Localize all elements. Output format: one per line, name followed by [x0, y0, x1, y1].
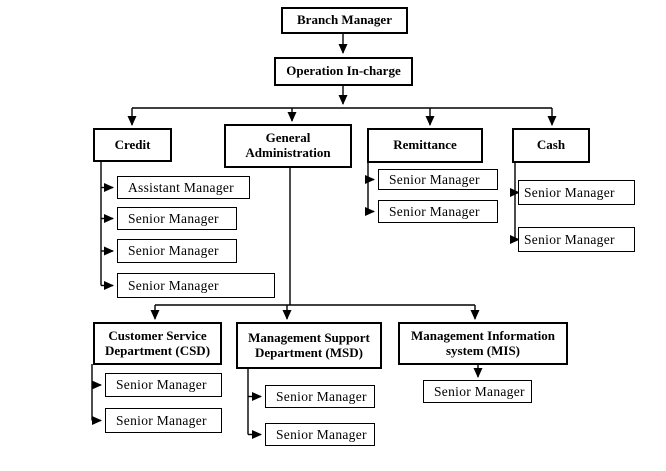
node-msd-senior-manager-1: Senior Manager [265, 385, 375, 408]
node-credit-senior-manager-1: Senior Manager [117, 207, 237, 230]
node-remittance: Remittance [367, 128, 483, 163]
node-credit: Credit [93, 128, 172, 162]
node-branch-manager: Branch Manager [281, 7, 408, 34]
node-remittance-senior-manager-1: Senior Manager [378, 169, 498, 190]
node-management-information-system: Management Information system (MIS) [398, 322, 568, 365]
node-operation-in-charge: Operation In-charge [274, 57, 413, 86]
node-mis-senior-manager: Senior Manager [423, 380, 532, 403]
node-msd-senior-manager-2: Senior Manager [265, 423, 375, 446]
node-credit-senior-manager-2: Senior Manager [117, 239, 237, 263]
node-credit-senior-manager-3: Senior Manager [117, 273, 275, 298]
node-cash-senior-manager-2: Senior Manager [518, 227, 635, 252]
node-cash-senior-manager-1: Senior Manager [518, 180, 635, 205]
node-credit-assistant-manager: Assistant Manager [117, 176, 250, 199]
node-csd-senior-manager-2: Senior Manager [105, 408, 222, 433]
node-csd-senior-manager-1: Senior Manager [105, 373, 222, 397]
node-general-administration: General Administration [224, 124, 352, 168]
node-customer-service-department: Customer Service Department (CSD) [93, 322, 222, 365]
node-management-support-department: Management Support Department (MSD) [236, 322, 382, 369]
node-remittance-senior-manager-2: Senior Manager [378, 200, 498, 223]
node-cash: Cash [512, 128, 590, 163]
